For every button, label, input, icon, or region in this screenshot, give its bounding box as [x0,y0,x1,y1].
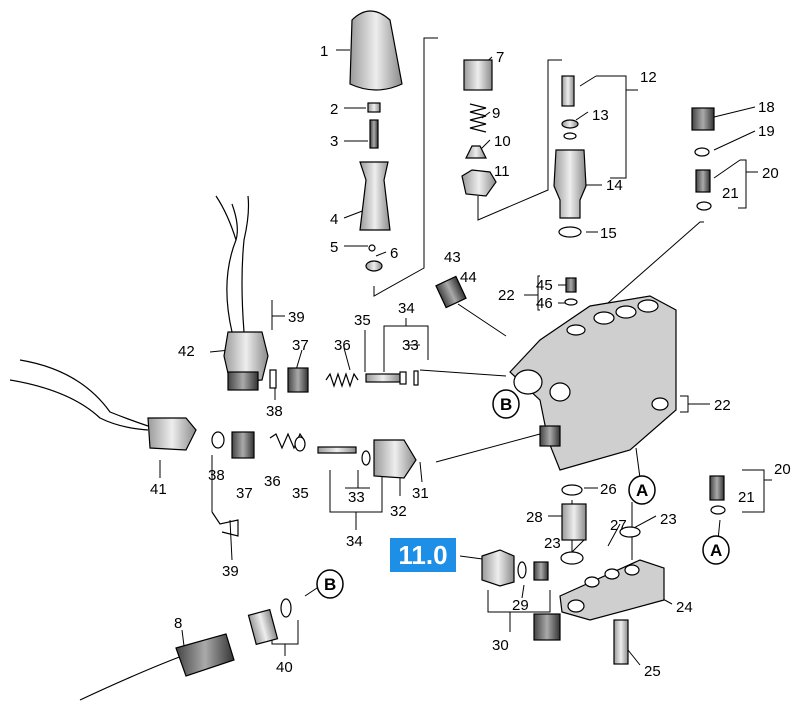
label-11: 11 [494,163,510,180]
label-1: 1 [320,43,328,60]
svg-text:B: B [500,395,512,414]
ref-circle-a-upper: A [628,475,656,505]
label-22-upper: 22 [498,287,515,304]
label-21-upper: 21 [722,185,739,202]
label-30: 30 [492,637,509,654]
label-20-lower: 20 [774,461,791,478]
label-7: 7 [496,49,504,66]
label-14: 14 [606,177,623,194]
label-9: 9 [492,105,500,122]
label-36-upper: 36 [334,337,351,354]
label-44: 44 [460,269,477,286]
label-18: 18 [758,99,775,116]
svg-text:A: A [636,481,648,500]
label-10: 10 [494,133,511,150]
label-38-lower: 38 [208,467,225,484]
label-42: 42 [178,343,195,360]
ref-circle-b-lower: B [316,569,344,599]
label-45: 45 [536,277,553,294]
label-23-right: 23 [660,511,677,528]
label-37-upper: 37 [292,337,309,354]
label-27: 27 [610,517,627,534]
parts [9,10,726,701]
label-38-upper: 38 [266,403,283,420]
label-36-lower: 36 [264,473,281,490]
label-37-lower: 37 [236,485,253,502]
ref-circle-b-upper: B [492,389,520,419]
label-23-left: 23 [544,535,561,552]
label-8: 8 [174,615,182,632]
label-41: 41 [150,481,167,498]
label-46: 46 [536,295,553,312]
ref-circle-a-lower: A [702,535,730,565]
label-40: 40 [276,659,293,676]
label-29: 29 [512,597,529,614]
label-39-upper: 39 [288,309,305,326]
label-31: 31 [412,485,429,502]
label-6: 6 [390,245,398,262]
label-12: 12 [640,69,657,86]
label-13: 13 [592,107,609,124]
label-32: 32 [390,503,407,520]
pump-head [559,559,665,621]
label-15: 15 [600,225,617,242]
label-4: 4 [330,211,338,228]
ref-circles: B A A B [316,389,730,599]
label-34-upper: 34 [398,300,415,317]
label-33-upper: 33 [402,337,419,354]
label-33-lower: 33 [348,489,365,506]
label-21-lower: 21 [738,489,755,506]
label-26: 26 [600,481,617,498]
svg-text:B: B [324,575,336,594]
label-35-upper: 35 [354,312,371,329]
svg-text:A: A [710,541,722,560]
label-3: 3 [330,133,338,150]
label-19: 19 [758,123,775,140]
label-22-right: 22 [714,397,731,414]
leader-lines [159,37,772,666]
label-2: 2 [330,101,338,118]
label-5: 5 [330,239,338,256]
highlighted-part-badge[interactable]: 11.0 [390,538,456,572]
part-labels: 1 2 3 4 5 6 7 9 10 11 12 13 14 15 18 19 … [150,43,791,680]
label-39-lower: 39 [222,563,239,580]
label-43: 43 [444,249,461,266]
label-20-upper: 20 [762,165,779,182]
label-25: 25 [644,663,661,680]
pressure-knob [349,10,403,91]
label-35-lower: 35 [292,485,309,502]
label-34-lower: 34 [346,533,363,550]
label-24: 24 [676,599,693,616]
label-28: 28 [526,509,543,526]
